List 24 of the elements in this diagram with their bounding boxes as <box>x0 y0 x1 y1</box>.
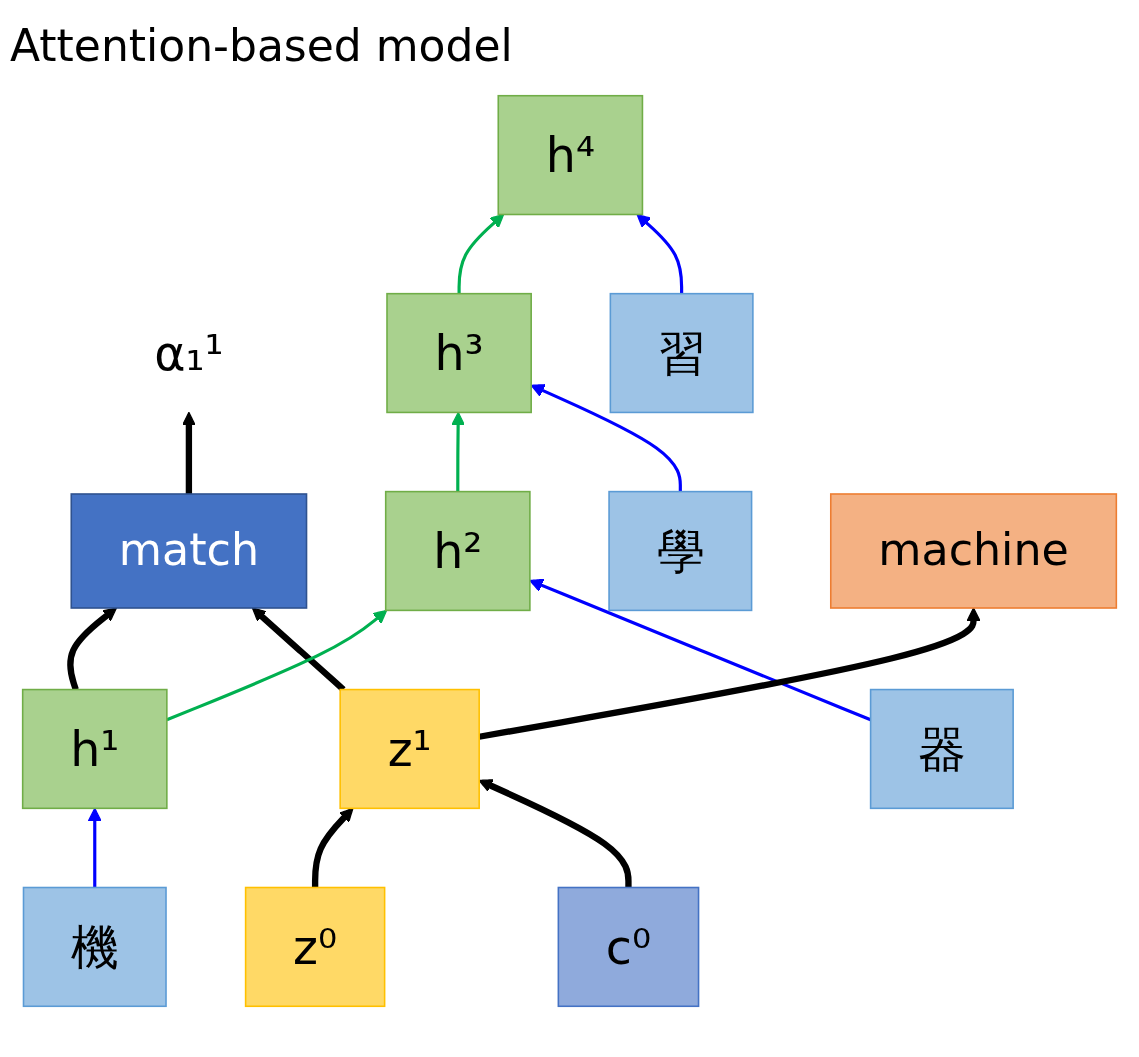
node-box: 器 <box>869 688 1014 810</box>
node-box: z⁰ <box>244 886 386 1008</box>
node-box: c⁰ <box>557 886 700 1008</box>
arrow <box>181 411 196 494</box>
node-box: h³ <box>386 292 532 414</box>
node-box: 習 <box>609 292 754 414</box>
arrow <box>166 609 388 722</box>
node-box: z¹ <box>339 688 480 810</box>
node-box: h² <box>384 490 531 612</box>
node-box: h¹ <box>21 688 168 810</box>
arrow <box>87 807 102 888</box>
arrow <box>251 607 346 692</box>
node-box: h⁴ <box>497 94 644 216</box>
arrow <box>451 411 466 492</box>
arrow <box>311 807 354 888</box>
node-box: 學 <box>608 490 753 612</box>
diagram-title: Attention-based model <box>10 20 513 71</box>
node-text: α₁¹ <box>154 325 224 381</box>
node-box: match <box>70 493 308 609</box>
arrow <box>67 607 118 691</box>
node-box: machine <box>830 493 1118 609</box>
arrow <box>457 213 505 294</box>
arrow <box>636 213 684 294</box>
node-box: 機 <box>22 886 167 1008</box>
